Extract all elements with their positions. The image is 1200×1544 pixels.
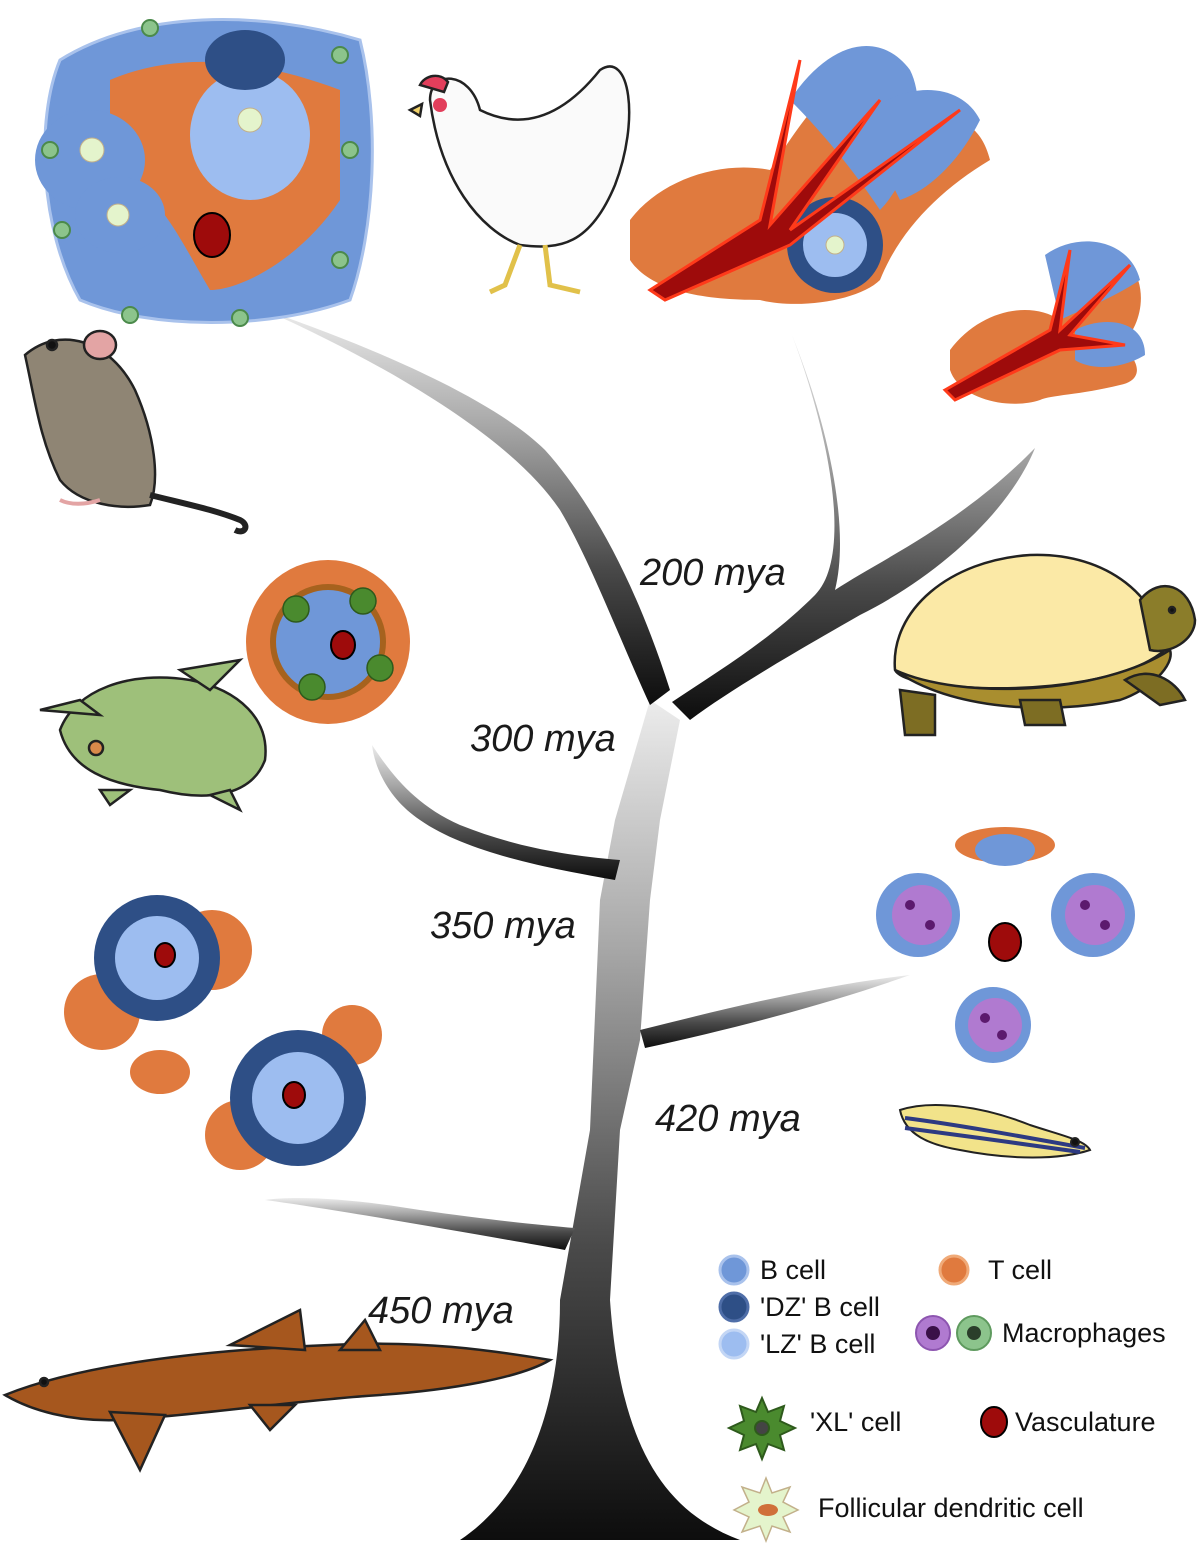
timeline-350-mya: 350 mya [430,905,576,947]
legend-vasculature-label: Vasculature [1015,1407,1156,1437]
legend-t-cell-label: T cell [988,1255,1053,1285]
reptile-spleen [942,241,1145,404]
tortoise-illustration [893,553,1197,737]
xl-cell-shape [282,587,394,701]
mammal-lymph-node [35,18,374,327]
branch-shark [265,1198,575,1250]
fish-immune-clusters [876,827,1135,1063]
lower-left-follicles [64,895,382,1170]
legend-xl-cell-label: 'XL' cell [810,1407,902,1437]
bird-spleen [630,45,990,304]
legend-t-cell-swatch [938,1254,970,1286]
legend-dz-b-cell-label: 'DZ' B cell [760,1292,880,1322]
fdc-shape [79,107,263,227]
zebrafish-illustration [898,1104,1092,1159]
legend-macrophages-label: Macrophages [1002,1318,1166,1348]
timeline-300-mya: 300 mya [470,718,616,760]
legend-lz-b-cell-swatch [718,1328,750,1360]
tree-trunk [460,700,740,1540]
mouse-illustration [23,329,249,535]
legend-fdc-swatch [732,1475,800,1544]
legend-b-cell-swatch [718,1254,750,1286]
legend-fdc-label: Follicular dendritic cell [818,1493,1084,1523]
frog-illustration [39,658,267,813]
legend-xl-cell-swatch [726,1395,798,1462]
chicken-illustration [407,65,631,295]
timeline-200-mya: 200 mya [640,552,786,594]
legend-dz-b-cell-swatch [718,1291,750,1323]
evolutionary-tree [265,310,1035,1540]
amphibian-follicle [246,560,410,724]
legend-lz-b-cell-label: 'LZ' B cell [760,1329,876,1359]
branch-reptile-bird [672,335,1035,720]
timeline-420-mya: 420 mya [655,1098,801,1140]
shark-illustration [2,1308,554,1473]
timeline-450-mya: 450 mya [368,1290,514,1332]
branch-fish [640,975,910,1048]
legend-macrophage-swatch [915,1315,992,1351]
branch-frog [372,745,620,880]
legend-icons [718,1254,1008,1544]
legend-vasculature-swatch [980,1406,1008,1438]
legend-b-cell-label: B cell [760,1255,827,1285]
